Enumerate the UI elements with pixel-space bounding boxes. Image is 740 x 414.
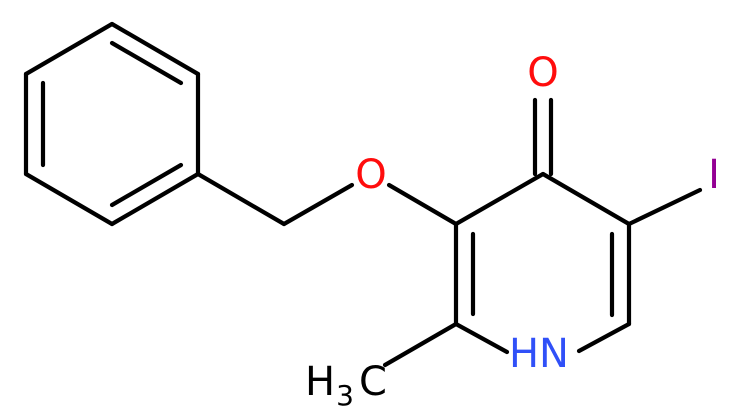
methyl-c-label: C <box>359 359 387 405</box>
carbonyl-oxygen-label: O <box>527 50 558 96</box>
bond <box>386 182 459 227</box>
bond <box>109 21 201 77</box>
bond <box>576 321 632 354</box>
bond <box>23 21 115 77</box>
bond <box>23 171 115 227</box>
methyl-bond <box>382 321 459 368</box>
nitrogen-h-label: H <box>509 331 539 377</box>
bond <box>453 171 546 227</box>
bond <box>109 171 201 227</box>
iodine-label: I <box>708 152 720 198</box>
benzene-ring <box>23 21 201 227</box>
nitrogen-label: N <box>539 331 569 377</box>
bond <box>453 321 510 355</box>
methyl-h-label: H <box>305 359 335 405</box>
methyl-subscript: 3 <box>336 379 354 412</box>
double-bond-inner <box>109 40 184 86</box>
bond <box>540 171 632 227</box>
iodine-bond <box>626 187 703 227</box>
double-bond-inner <box>109 162 184 208</box>
bond <box>281 182 355 227</box>
ether-oxygen-label: O <box>355 152 386 198</box>
bond <box>195 171 287 227</box>
pyridinone-ring <box>453 171 632 355</box>
